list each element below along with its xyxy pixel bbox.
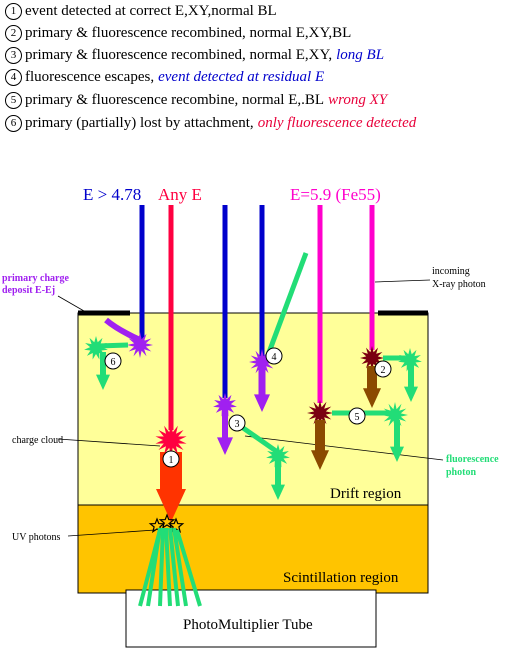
uv-light-ray (168, 527, 180, 607)
legend-text: primary & fluorescence recombined, norma… (25, 46, 333, 63)
uv-light-ray (175, 529, 202, 607)
fluorescence-drift-arrow-2 (404, 365, 418, 402)
uv-photon-star (148, 517, 166, 534)
event-marker-label: 3 (235, 419, 240, 430)
fluorescence-drift-arrow (96, 352, 110, 390)
fluorescence-cloud-5 (382, 402, 408, 428)
fluorescence-drift-arrow-5 (390, 420, 404, 462)
uv-photon-star (158, 513, 176, 530)
pointer-uv-photons (67, 529, 156, 537)
legend-highlight: event detected at residual E (158, 68, 325, 85)
charge-cloud-purple-4 (249, 349, 275, 375)
fluorescence-drift-arrow-3 (271, 460, 285, 500)
beam-label-e-gt: E > 4.78 (83, 185, 141, 204)
legend-number-marker: 4 (5, 68, 22, 86)
legend-highlight: wrong XY (328, 91, 388, 108)
beam-label-any-e: Any E (158, 185, 202, 204)
event-marker-label: 1 (169, 455, 174, 466)
event-marker-circle (162, 450, 180, 468)
label-fluorescence-1: fluorescence (446, 454, 499, 465)
label-incoming-2: X-ray photon (432, 279, 486, 290)
label-scintillation-region: Scintillation region (283, 570, 399, 586)
label-incoming-1: incoming (432, 266, 470, 277)
legend-number-marker: 3 (5, 46, 22, 64)
legend-text: primary & fluorescence recombine, normal… (25, 91, 325, 108)
uv-light-ray (172, 527, 188, 607)
event-marker-label: 6 (111, 357, 116, 368)
event-marker-circle (348, 407, 366, 425)
legend-highlight: only fluorescence detected (257, 114, 417, 131)
event-marker-circle (374, 360, 392, 378)
charge-drift-arrow-2 (363, 366, 381, 408)
charge-cloud-purple (127, 332, 153, 358)
label-primary-charge-1: primary charge (2, 273, 69, 284)
legend-number-marker: 6 (5, 114, 22, 132)
pointer-primary-charge (57, 295, 85, 312)
event-marker-circle (228, 414, 246, 432)
legend-highlight: long BL (336, 46, 385, 63)
label-drift-region: Drift region (330, 486, 402, 502)
legend-number-marker: 2 (5, 24, 22, 42)
event-marker-label: 4 (272, 352, 277, 363)
charge-cloud-darkred-5 (307, 400, 333, 426)
fluorescence-cloud-2 (398, 348, 422, 372)
label-charge-cloud: charge cloud (12, 435, 63, 446)
label-uv-photons: UV photons (12, 532, 61, 543)
legend-number-marker: 5 (5, 91, 22, 109)
uv-light-ray (138, 529, 162, 607)
event-marker-circle (265, 347, 283, 365)
charge-cloud-red (155, 424, 187, 456)
charge-cloud-purple-3 (213, 393, 237, 417)
charge-drift-arrow (156, 452, 186, 522)
legend-text: primary & fluorescence recombined, norma… (25, 24, 352, 41)
diagram-glyphs: 6 1 3 4 5 2 (84, 317, 422, 607)
uv-light-ray (158, 527, 165, 607)
event-marker-label: 5 (355, 412, 360, 423)
charge-cloud-darkred-2 (360, 346, 384, 370)
legend-text: event detected at correct E,XY,normal BL (25, 2, 277, 19)
scintillation-region (77, 504, 429, 594)
event-marker-label: 2 (381, 365, 386, 376)
escaping-fluorescence-line (265, 252, 309, 356)
charge-drift-arrow-4 (254, 365, 270, 412)
legend-text: primary (partially) lost by attachment, (25, 114, 254, 131)
label-fluorescence-2: photon (446, 467, 476, 478)
drift-region (77, 312, 429, 506)
charge-drift-arrow-3 (217, 410, 233, 455)
pointer-charge-cloud (57, 438, 161, 447)
legend-number-marker: 1 (5, 2, 22, 20)
pointer-fluorescence (244, 435, 444, 461)
fluorescence-cloud-3 (266, 444, 290, 468)
legend-text: fluorescence escapes, (25, 68, 155, 85)
label-primary-charge-2: deposit E-Ej (2, 285, 55, 296)
pointer-incoming (374, 279, 431, 283)
beam-label-fe55: E=5.9 (Fe55) (290, 185, 381, 204)
uv-light-ray (164, 527, 172, 607)
event-marker-circle (104, 352, 122, 370)
charge-drift-arrow-5 (311, 420, 329, 470)
label-pmt: PhotoMultiplier Tube (183, 617, 313, 633)
